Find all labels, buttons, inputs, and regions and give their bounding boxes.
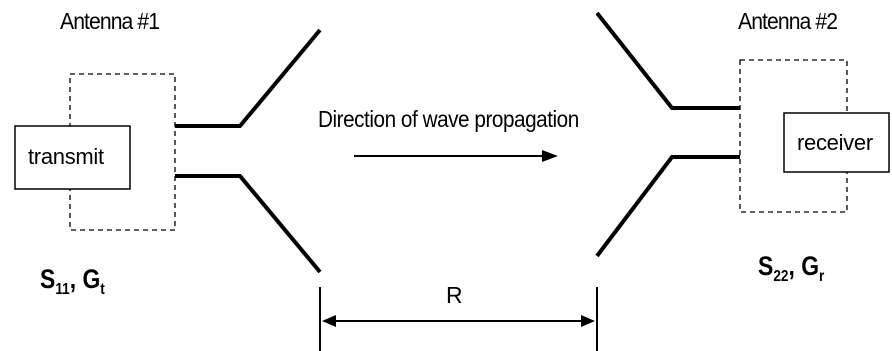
receiver-label: receiver	[797, 130, 873, 155]
transmit-box	[14, 125, 131, 190]
antenna1-s-symbol: S	[40, 264, 56, 294]
propagation-label: Direction of wave propagation	[318, 106, 579, 132]
antenna1-g-subscript: t	[100, 281, 105, 298]
antenna2-s-symbol: S	[758, 251, 774, 281]
distance-left-arrowhead	[322, 315, 336, 327]
antenna2-g-subscript: r	[819, 268, 825, 285]
antenna1-lower-horn	[175, 174, 322, 274]
distance-label: R	[446, 282, 463, 308]
antenna1-g-symbol: , G	[69, 264, 101, 294]
antenna2-params: S22, Gr	[758, 253, 824, 285]
antenna2-dashed-outline	[739, 59, 848, 213]
antenna1-title: Antenna #1	[60, 8, 160, 34]
distance-right-arrowhead	[581, 315, 595, 327]
antenna2-s-subscript: 22	[773, 268, 789, 285]
receiver-box	[783, 112, 890, 173]
antenna1-upper-horn	[175, 28, 322, 128]
propagation-arrowhead	[542, 150, 558, 162]
transmit-label: transmit	[28, 144, 104, 169]
antenna1-params: S11, Gt	[40, 266, 105, 298]
antenna2-upper-horn	[595, 11, 740, 110]
antenna1-s-subscript: 11	[55, 281, 70, 298]
antenna2-lower-horn	[595, 155, 740, 258]
antenna2-g-symbol: , G	[788, 251, 820, 281]
antenna2-title: Antenna #2	[738, 8, 838, 34]
